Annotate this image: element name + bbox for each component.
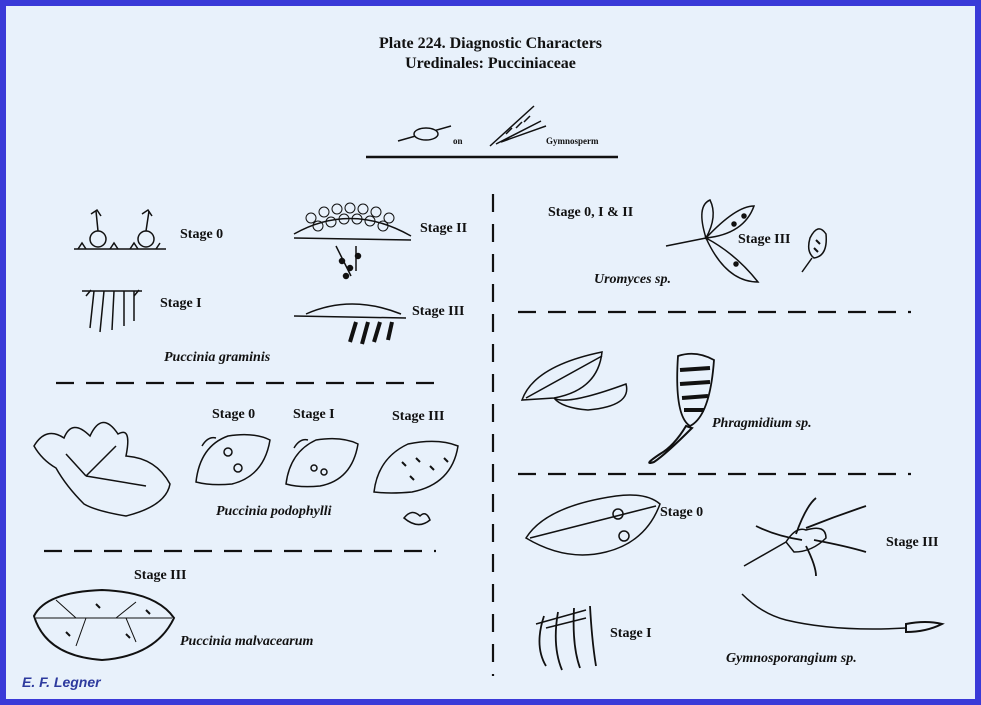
gymno-stage0-label: Stage 0 bbox=[660, 505, 704, 520]
podophylli-stage1-leaf bbox=[285, 437, 359, 488]
podophylli-stage3-leaf bbox=[373, 440, 459, 526]
graminis-stage0-label: Stage 0 bbox=[180, 227, 224, 242]
gymno-stage3-label: Stage III bbox=[886, 535, 939, 550]
graminis-stage1-drawing bbox=[82, 289, 142, 333]
malvacearum-stage3-label: Stage III bbox=[134, 568, 187, 583]
plate-drawings bbox=[32, 105, 945, 676]
uromyces-species: Uromyces sp. bbox=[594, 272, 671, 287]
gymnosperm-label: Gymnosperm bbox=[546, 136, 599, 146]
uromyces-leaves bbox=[665, 199, 760, 283]
gymno-hyphal-strand bbox=[741, 593, 945, 634]
uromyces-stage-label: Stage 0, I & II bbox=[548, 205, 634, 220]
uromyces-teliospore bbox=[801, 228, 827, 273]
graminis-stage1-label: Stage I bbox=[160, 296, 202, 311]
host-conifer-icon bbox=[489, 105, 547, 147]
podophylli-species: Puccinia podophylli bbox=[216, 504, 332, 519]
graminis-species: Puccinia graminis bbox=[164, 350, 271, 365]
plate-title: Plate 224. Diagnostic Characters bbox=[378, 35, 603, 52]
phragmidium-species: Phragmidium sp. bbox=[712, 416, 812, 431]
host-grass-icon bbox=[397, 125, 452, 142]
podophylli-stage0-leaf bbox=[195, 433, 271, 486]
podophylli-host-leaf bbox=[33, 421, 171, 517]
graminis-stage2-label: Stage II bbox=[420, 221, 468, 236]
malvacearum-species: Puccinia malvacearum bbox=[180, 634, 314, 649]
malvacearum-leaf bbox=[32, 588, 176, 662]
author-credit: E. F. Legner bbox=[22, 674, 101, 690]
gymno-species: Gymnosporangium sp. bbox=[726, 651, 857, 666]
uromyces-stage3-label: Stage III bbox=[738, 232, 791, 247]
gymno-stage3-drawing bbox=[743, 497, 867, 577]
plate-subtitle: Uredinales: Pucciniaceae bbox=[405, 55, 576, 72]
gymno-stage1-drawing bbox=[535, 605, 597, 671]
graminis-stage3-drawing bbox=[293, 303, 407, 345]
dividers bbox=[44, 194, 911, 676]
podophylli-stage0-label: Stage 0 bbox=[212, 407, 256, 422]
plate-frame: Plate 224. Diagnostic Characters Uredina… bbox=[6, 6, 975, 699]
gymno-stage0-leaf bbox=[524, 494, 661, 556]
on-label: on bbox=[453, 136, 463, 146]
graminis-stage0-drawing bbox=[74, 208, 166, 250]
gymno-stage1-label: Stage I bbox=[610, 626, 652, 641]
phragmidium-leaves bbox=[520, 351, 628, 411]
podophylli-stage1-label: Stage I bbox=[293, 407, 335, 422]
phragmidium-teliospore bbox=[648, 352, 715, 464]
graminis-stage2-drawing bbox=[293, 202, 412, 280]
graminis-stage3-label: Stage III bbox=[412, 304, 465, 319]
podophylli-stage3-label: Stage III bbox=[392, 409, 445, 424]
